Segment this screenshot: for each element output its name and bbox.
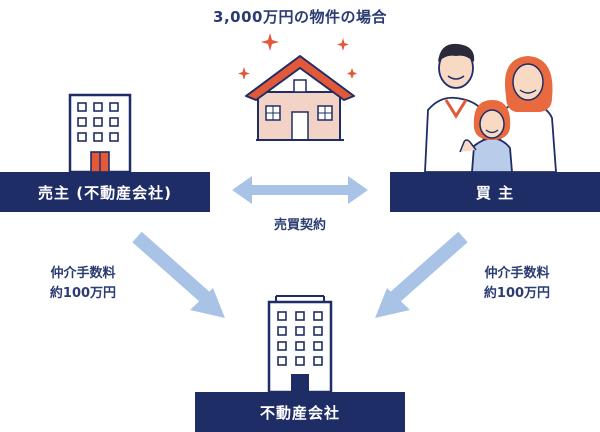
buyer-label: 買 主 xyxy=(475,183,515,202)
contract-label: 売買契約 xyxy=(273,218,326,233)
agent-building-icon xyxy=(267,295,333,394)
family-illustration xyxy=(424,43,557,173)
buyer-label-bar: 買 主 xyxy=(390,172,600,212)
seller-building-icon xyxy=(68,93,132,174)
fee-left-amount: 約100万円 xyxy=(49,286,117,301)
diagram-title: 3,000万円の物件の場合 xyxy=(213,8,387,26)
sparkle-icon xyxy=(238,33,357,80)
contract-double-arrow xyxy=(232,176,368,204)
fee-label-left: 仲介手数料 約100万円 xyxy=(28,264,138,304)
fee-right-title: 仲介手数料 xyxy=(484,266,550,281)
fee-left-title: 仲介手数料 xyxy=(50,266,116,281)
seller-label: 売主 (不動産会社) xyxy=(38,183,172,202)
fee-arrow-left xyxy=(132,231,225,318)
fee-label-right: 仲介手数料 約100万円 xyxy=(462,264,572,304)
fee-right-amount: 約100万円 xyxy=(483,286,551,301)
house-icon xyxy=(245,55,355,141)
agent-label-bar: 不動産会社 xyxy=(195,392,405,432)
seller-label-bar: 売主 (不動産会社) xyxy=(0,172,210,212)
fee-arrow-right xyxy=(375,231,468,318)
agent-label: 不動産会社 xyxy=(259,403,340,422)
